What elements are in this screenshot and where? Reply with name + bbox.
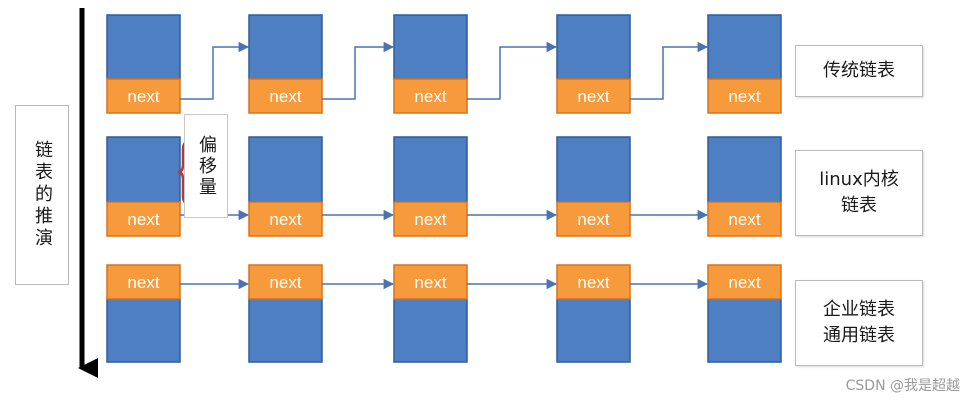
node-next-label: next: [269, 273, 301, 292]
node-next-field: [707, 201, 782, 237]
node-next-label: next: [127, 273, 159, 292]
list-node: next: [556, 264, 631, 363]
node-next-label: next: [728, 273, 760, 292]
node-data-block: [556, 136, 631, 203]
node-next-label: next: [728, 210, 760, 229]
list-node: next: [707, 14, 782, 114]
row-label-box-2: 企业链表 通用链表: [795, 280, 923, 366]
node-next-field: [556, 78, 631, 114]
offset-brace-icon: [177, 140, 189, 205]
list-node: next: [106, 14, 181, 114]
node-next-field: [707, 78, 782, 114]
list-node: next: [248, 136, 323, 237]
node-data-block: [248, 136, 323, 203]
node-next-label: next: [577, 87, 609, 106]
watermark: CSDN @我是超越: [845, 378, 960, 394]
node-next-label: next: [127, 87, 159, 106]
offset-label-box: 偏移量: [184, 114, 228, 218]
list-row-0: next next next next next: [106, 14, 782, 114]
node-data-block: [106, 14, 181, 80]
node-next-field: [248, 201, 323, 237]
node-next-label: next: [269, 210, 301, 229]
list-row-2: next next next next next: [106, 264, 782, 363]
list-node: next: [393, 264, 468, 363]
node-next-label: next: [728, 87, 760, 106]
node-next-field: [106, 78, 181, 114]
row-label-box-0: 传统链表: [795, 45, 923, 97]
side-label-box: 链表的推演: [15, 105, 69, 285]
list-node: next: [556, 14, 631, 114]
node-next-field: [248, 264, 323, 300]
list-row-1: next next next next next: [106, 136, 782, 237]
node-data-block: [248, 298, 323, 363]
node-next-label: next: [414, 210, 446, 229]
node-next-field: [393, 264, 468, 300]
next-pointer-arrow: [180, 41, 250, 100]
node-next-field: [106, 201, 181, 237]
node-next-field: [556, 264, 631, 300]
list-node: next: [106, 136, 181, 237]
row-label-0: 传统链表: [823, 59, 895, 81]
list-node: next: [248, 264, 323, 363]
node-data-block: [106, 298, 181, 363]
side-label: 链表的推演: [32, 140, 53, 250]
node-data-block: [556, 14, 631, 80]
list-node: next: [707, 136, 782, 237]
node-next-label: next: [577, 273, 609, 292]
node-data-block: [707, 136, 782, 203]
node-data-block: [393, 298, 468, 363]
offset-label: 偏移量: [196, 134, 217, 198]
node-data-block: [106, 136, 181, 203]
node-next-label: next: [414, 87, 446, 106]
node-next-field: [248, 78, 323, 114]
next-pointer-arrow: [467, 41, 558, 100]
row-label-1: linux内核 链表: [819, 168, 899, 216]
node-data-block: [248, 14, 323, 80]
node-data-block: [393, 136, 468, 203]
list-node: next: [393, 14, 468, 114]
list-node: next: [556, 136, 631, 237]
list-node: next: [707, 264, 782, 363]
node-next-field: [393, 78, 468, 114]
node-next-field: [556, 201, 631, 237]
node-data-block: [556, 298, 631, 363]
row-label-box-1: linux内核 链表: [795, 150, 923, 236]
list-node: next: [106, 264, 181, 363]
next-pointer-arrow: [322, 41, 395, 100]
node-data-block: [393, 14, 468, 80]
next-pointer-arrow: [630, 41, 709, 100]
node-data-block: [707, 298, 782, 363]
node-data-block: [707, 14, 782, 80]
node-next-field: [106, 264, 181, 300]
list-node: next: [248, 14, 323, 114]
node-next-label: next: [577, 210, 609, 229]
row-label-2: 企业链表 通用链表: [823, 298, 895, 346]
node-next-label: next: [414, 273, 446, 292]
list-node: next: [393, 136, 468, 237]
node-next-field: [393, 201, 468, 237]
node-next-label: next: [269, 87, 301, 106]
node-next-label: next: [127, 210, 159, 229]
node-next-field: [707, 264, 782, 300]
